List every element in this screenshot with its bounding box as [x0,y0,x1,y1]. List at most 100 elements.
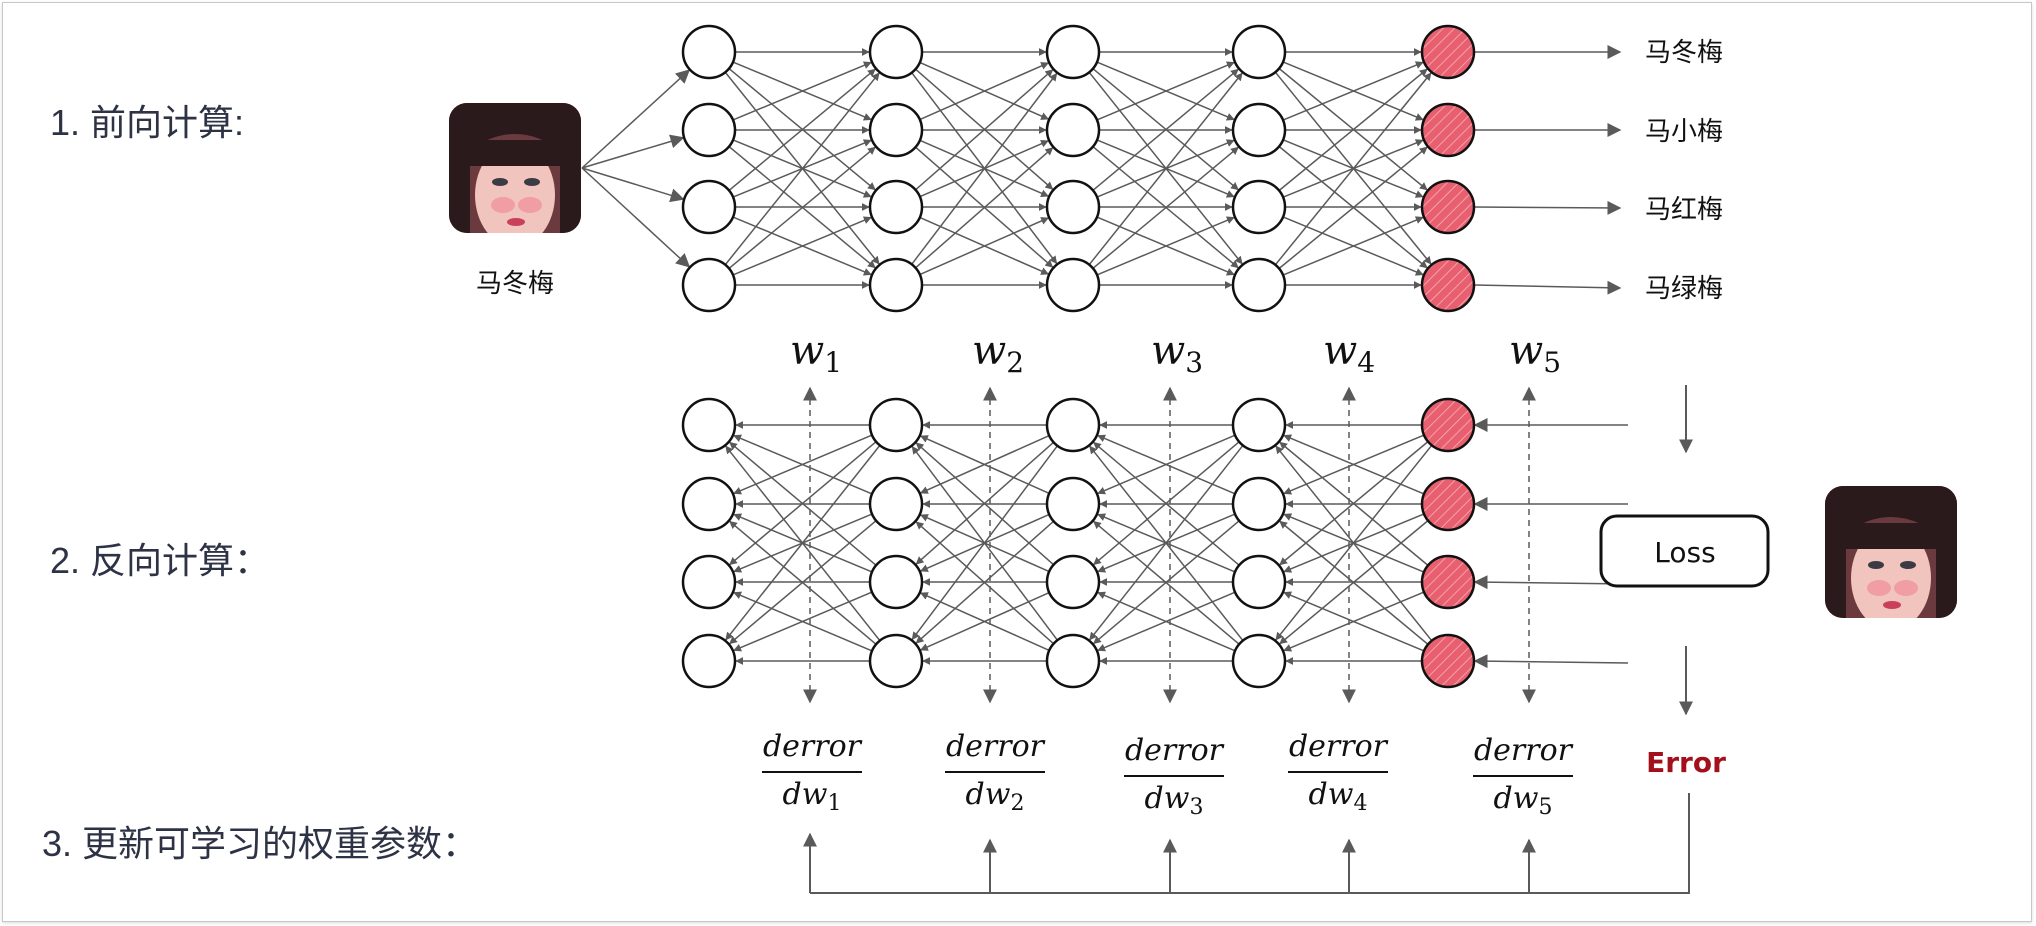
backward-node [868,633,924,689]
backward-edge [729,441,877,566]
backward-node [1231,554,1287,610]
weight-label-1: w1 [790,328,842,379]
forward-edge [1278,68,1428,192]
forward-edge [732,61,872,121]
backward-node [1231,633,1287,689]
gradient-arrows [803,386,1536,704]
backward-edges [725,418,1629,669]
forward-node [1231,257,1287,313]
error-input-arrow [1473,654,1629,669]
forward-edge [1088,72,1243,266]
gradient-fraction-3: derror dw3 [1124,733,1225,820]
forward-node [681,257,737,313]
step-update-label: 3. 更新可学习的权重参数： [42,823,479,864]
forward-edge [732,216,872,276]
backward-node [1231,476,1287,532]
forward-edge [911,72,1058,265]
input-arrow [581,134,685,169]
loss-label: Loss [1654,536,1715,569]
input-arrow [581,167,685,203]
forward-node [681,179,737,235]
step-forward-label: 1. 前向计算: [50,102,245,143]
target-face-image [1825,486,1957,618]
svg-text:derror: derror [1125,733,1225,768]
forward-edge [919,62,1050,121]
forward-edges [724,48,1432,289]
error-input-arrow [1473,575,1629,590]
backward-node [681,554,737,610]
backward-edge [733,434,873,495]
gradient-fractions: derror dw1 derror dw2 derror dw3 derror … [762,729,1574,820]
svg-text:dw2: dw2 [966,777,1025,816]
error-label: Error [1646,746,1726,779]
forward-edge [919,217,1050,276]
backward-node [1045,554,1101,610]
output-label-1: 马小梅 [1645,117,1723,147]
forward-edge [915,147,1054,269]
svg-text:dw1: dw1 [783,777,842,816]
input-caption: 马冬梅 [476,269,554,299]
forward-edge [724,72,880,266]
backward-output-node [1420,397,1476,453]
output-label-3: 马绿梅 [1645,274,1723,304]
gradient-fraction-1: derror dw1 [762,729,863,816]
svg-text:derror: derror [1289,729,1389,764]
backward-node [1045,397,1101,453]
forward-output-node [1420,257,1476,313]
backward-edge [733,591,873,652]
forward-node [1045,179,1101,235]
forward-edge [1096,61,1235,121]
backward-output-node [1420,476,1476,532]
forward-edge [728,68,876,191]
forward-output-node [1420,24,1476,80]
backward-edge [729,520,877,645]
forward-node [868,102,924,158]
forward-edge [1278,146,1428,270]
step-backward-label: 2. 反向计算： [50,540,271,581]
input-face-image [449,103,581,233]
svg-text:dw4: dw4 [1309,777,1368,816]
input-arrow [581,167,691,268]
forward-node [1045,102,1101,158]
input-arrow [581,69,691,169]
update-feedback-path [803,793,1690,894]
weight-labels: w1 w2 w3 w4 w5 [790,328,1561,379]
forward-edge [915,69,1054,191]
forward-node [1045,257,1101,313]
weight-label-5: w5 [1509,328,1561,379]
backward-node [681,397,737,453]
weight-label-4: w4 [1323,328,1375,379]
output-arrows [1473,45,1622,295]
backward-output-node [1420,633,1476,689]
output-arrow [1473,200,1622,215]
backward-edge [725,445,881,642]
backward-node [868,554,924,610]
backward-node [681,476,737,532]
output-label-0: 马冬梅 [1645,38,1723,68]
backward-node [1231,397,1287,453]
output-label-2: 马红梅 [1645,195,1723,225]
forward-node [681,102,737,158]
weight-label-3: w3 [1151,328,1203,379]
forward-output-node [1420,179,1476,235]
forward-node [1231,24,1287,80]
forward-edge [1092,68,1239,191]
svg-text:derror: derror [1474,733,1574,768]
forward-edge [1282,61,1424,121]
forward-node [1231,102,1287,158]
gradient-fraction-2: derror dw2 [945,729,1046,816]
forward-node [1045,24,1101,80]
forward-node [868,257,924,313]
backward-node [681,633,737,689]
forward-node [868,179,924,235]
svg-text:dw5: dw5 [1494,781,1553,820]
backward-node [868,397,924,453]
svg-text:derror: derror [946,729,1046,764]
forward-edge [1282,216,1424,276]
forward-node [868,24,924,80]
backward-output-node [1420,554,1476,610]
forward-edge [728,146,876,269]
